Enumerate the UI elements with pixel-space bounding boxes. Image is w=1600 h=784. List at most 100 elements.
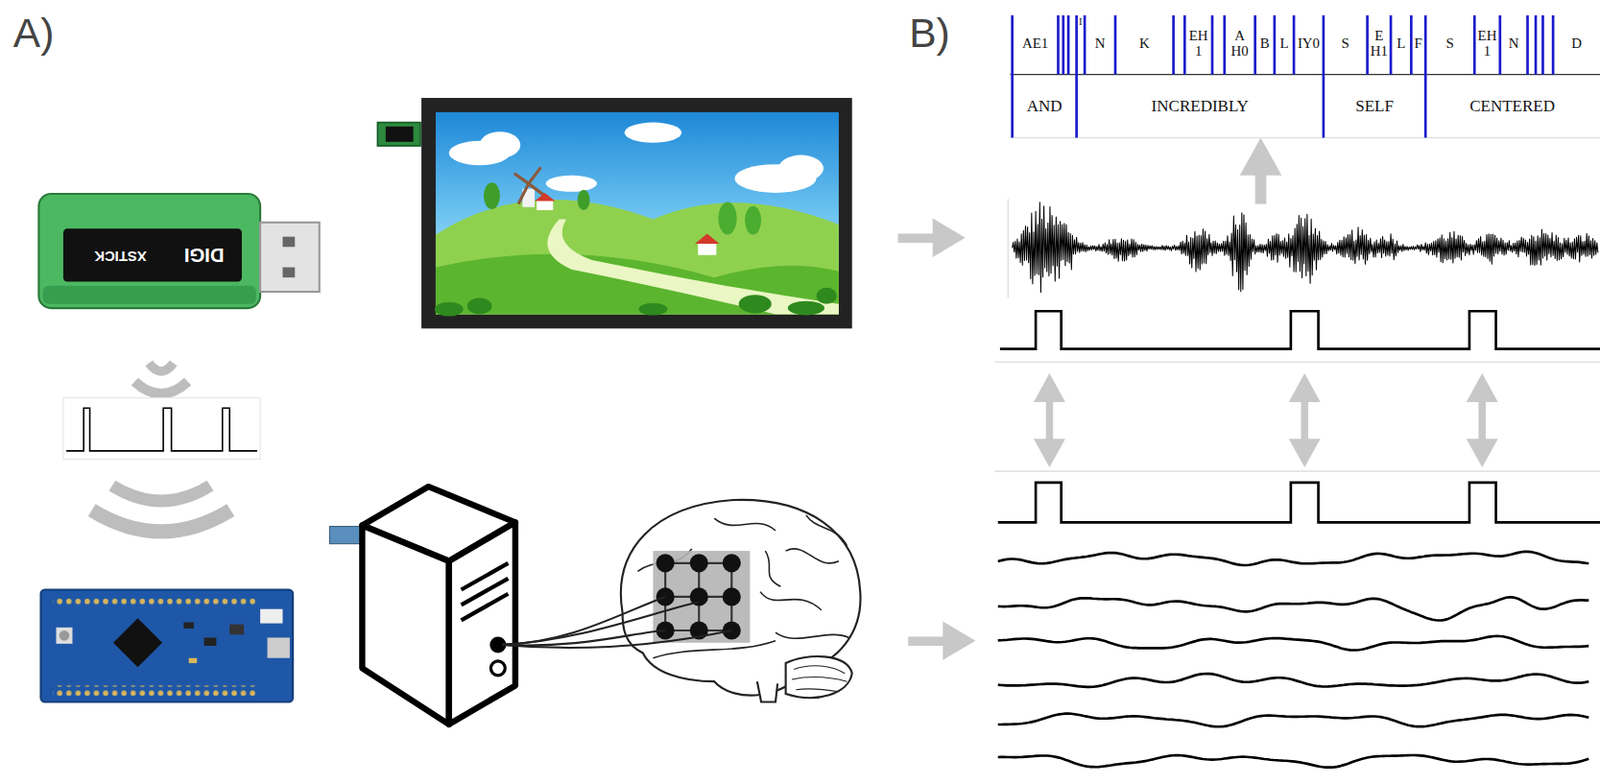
wireless-signal [92,510,232,532]
panel-separator [995,470,1600,473]
alignment-table [1010,73,1600,75]
display-screen [547,219,839,315]
microcontroller-board [267,637,290,658]
brain-drawing [786,549,839,564]
display-screen [624,122,683,144]
ecog-trace [998,636,1590,651]
electrode-grid [656,553,675,573]
flow-arrow [1478,395,1485,445]
display-screen [546,175,598,192]
phoneme-label: N [1508,36,1520,51]
electrode-cables [501,630,666,646]
display-screen [778,155,824,183]
brain-drawing [620,500,861,696]
usb-dongle [43,286,257,305]
ecog-trace [998,755,1590,768]
display-screen [717,202,737,236]
phoneme-label: EH 1 [1187,28,1210,59]
audio-waveform [1012,202,1599,293]
brain-drawing [760,592,822,611]
brain-drawing [652,641,776,659]
computer-tower [329,526,362,545]
display-screen [639,303,669,316]
display-screen [697,242,717,256]
brain-drawing [806,515,848,547]
usb-dongle [38,193,319,309]
electrode-grid [690,553,709,573]
usb-dongle [260,222,320,292]
flow-arrow [1301,395,1309,445]
electrode-grid [665,563,732,631]
panel-letter: A) [13,12,55,54]
panel-separator [1010,137,1600,140]
phoneme-label: AE1 [1022,36,1049,51]
phoneme-label: F [1414,36,1423,51]
word-label: INCREDIBLY [1151,97,1249,115]
brain-drawing [791,666,847,693]
ecog-trace [998,673,1590,688]
brain-drawing [714,518,776,531]
flow-arrow [942,620,976,660]
panel-letter: B) [908,12,951,54]
panel-separator [1007,198,1010,298]
brain-drawing [764,550,781,587]
display-screen [788,301,825,316]
pulse-train [66,407,258,452]
microcontroller-board [41,589,294,702]
electrode-cables [501,597,732,648]
sync-pulse [1000,310,1600,349]
display-screen [421,97,853,329]
sync-pulse [998,482,1600,523]
flow-arrow [1289,373,1321,403]
display-screen [534,192,555,202]
computer-tower [361,525,449,725]
electrode-grid [722,587,741,606]
pulse-train [63,398,261,460]
phoneme-label: IY0 [1297,36,1320,51]
wireless-signal [148,362,174,372]
brain-drawing [775,632,850,639]
display-screen [483,182,501,210]
usb-dongle [38,193,261,309]
flow-arrow [1240,138,1283,176]
display-screen [421,97,853,329]
microcontroller-board [183,622,194,629]
computer-tower [490,661,505,676]
computer-tower [449,522,516,725]
phoneme-label: S [1446,36,1455,51]
flow-arrow [1033,438,1066,468]
device-label: XSTICK [94,248,147,263]
usb-dongle [63,228,242,282]
pulse-train [63,398,261,460]
electrode-cables [501,601,699,645]
ecog-trace [998,714,1590,728]
ecog-trace [998,551,1590,566]
microcontroller-board [113,618,163,668]
flow-arrow [1255,171,1267,205]
flow-arrow [898,233,935,243]
word-label: CENTERED [1469,97,1555,115]
panel-separator [995,138,1600,473]
phoneme-label: N [1095,36,1106,51]
panel-separator [995,361,1600,364]
alignment-table [1057,15,1553,75]
electrode-cables [501,597,666,645]
phoneme-label: E H1 [1368,28,1389,59]
ecog-trace [998,551,1590,768]
flow-arrow [1289,438,1321,468]
flow-arrow [1046,395,1053,445]
electrode-grid [652,550,750,644]
microcontroller-board [52,596,258,607]
flow-arrow [898,138,1499,661]
phoneme-label: S [1341,36,1350,51]
flow-arrow [1033,373,1066,403]
phoneme-label: D [1571,36,1582,51]
usb-dongle [282,267,295,279]
electrode-grid [656,553,741,640]
brain-drawing [637,515,849,659]
phoneme-label: B [1260,36,1270,51]
word-label: SELF [1355,97,1394,115]
electrode-grid [722,553,741,573]
display-screen [434,302,464,317]
